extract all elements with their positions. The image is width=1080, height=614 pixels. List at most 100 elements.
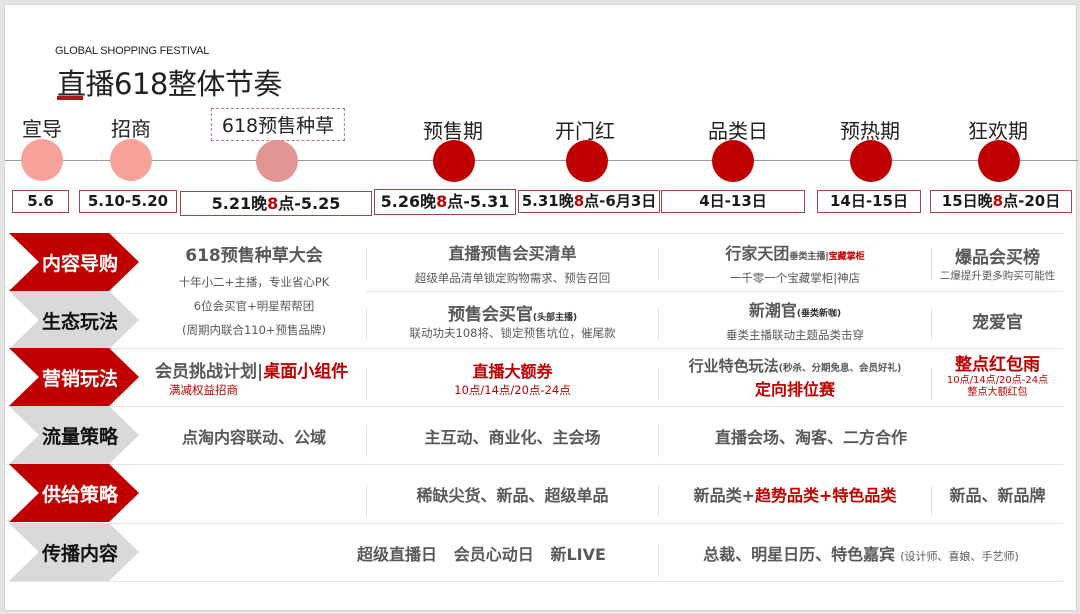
cell-supply-new-brands: 新品、新品牌 (932, 465, 1063, 523)
cell-supply-categories: 新品类+趋势品类+特色品类 (659, 465, 931, 523)
slide: GLOBAL SHOPPING FESTIVAL 直播618整体节奏 宣导 招商… (4, 4, 1078, 611)
cell-comm-live-days: 超级直播日 会员心动日 新LIVE (305, 524, 658, 581)
cell-red-packet-rain: 整点红包雨 10点/14点/20点-24点 整点大额红包 (932, 349, 1063, 406)
cell-text: 10点/14点/20点-24点 (454, 382, 571, 397)
phase-label-xuandao: 宣导 (22, 117, 62, 141)
title-underline-accent (57, 96, 83, 100)
row-divider (366, 291, 1063, 292)
date-box-carnival: 15日晚8点-20日 (930, 190, 1072, 213)
date-text: 点-5.25 (278, 194, 341, 213)
phase-dot-opening (566, 140, 608, 182)
cell-title: 行业特色玩法 (688, 357, 779, 375)
col-divider (366, 248, 367, 280)
col-divider (658, 485, 659, 517)
cell-title: 新潮官 (748, 301, 797, 320)
date-box-warmup: 14日-15日 (817, 190, 921, 213)
cell-text: (周期内联合110+预售品牌) (181, 323, 327, 337)
row-divider (9, 464, 1063, 465)
col-divider (366, 485, 367, 517)
cell-text: 满减权益招商 (169, 383, 238, 397)
cell-text: + (819, 486, 833, 505)
date-highlight: 8 (573, 192, 585, 210)
cell-tag: 垂类主播 (789, 252, 826, 262)
row-label-ecosystem: 生态玩法 (9, 291, 139, 349)
cell-industry-play: 行业特色玩法(秒杀、分期免息、会员好礼) 定向排位赛 (659, 349, 931, 406)
row-label-marketing: 营销玩法 (9, 348, 139, 406)
cell-presale-shopping-list: 直播预售会买清单 超级单品清单锁定购物需求、预告召回 (367, 235, 658, 291)
date-text: 点-5.31 (447, 192, 510, 211)
cell-traffic-live-venue: 直播会场、淘客、二方合作 (659, 407, 1063, 464)
cell-text: 联动功夫108将、锁定预售坑位，催尾款 (409, 325, 616, 340)
date-box-presale: 5.26晚8点-5.31 (374, 189, 516, 215)
cell-title: 爆品会买榜 (955, 248, 1040, 268)
cell-text: 10点/14点/20点-24点 (946, 375, 1049, 386)
col-divider (366, 308, 367, 340)
date-text: 14日-15日 (830, 192, 908, 210)
timeline-axis (5, 160, 1078, 161)
row-divider (9, 348, 1063, 349)
phase-label-opening: 开门红 (555, 119, 615, 143)
row-label-text: 内容导购 (41, 252, 118, 275)
row-label-traffic: 流量策略 (9, 406, 139, 464)
date-text: 15日晚 (941, 192, 993, 210)
col-divider (366, 368, 367, 400)
cell-text: 整点大额红包 (967, 387, 1028, 398)
cell-text: 十年小二+主播，专业省心PK (178, 275, 330, 289)
cell-member-challenge: 会员挑战计划|桌面小组件 满减权益招商 (143, 349, 365, 406)
cell-traffic-diantao: 点淘内容联动、公域 (143, 407, 365, 464)
col-divider (931, 485, 932, 517)
date-box-category-day: 4日-13日 (661, 190, 805, 213)
date-text: 5.31晚 (521, 192, 574, 210)
cell-tag: (垂类新咖) (796, 309, 842, 319)
cell-presale-buyer: 预售会买官(头部主播) 联动功夫108将、锁定预售坑位，催尾款 (367, 292, 658, 348)
phase-dot-carnival (978, 140, 1020, 182)
col-divider (658, 308, 659, 340)
col-divider (658, 425, 659, 457)
cell-title: 618预售种草大会 (185, 246, 323, 266)
row-label-supply: 供给策略 (9, 464, 139, 522)
row-label-content-guide: 内容导购 (9, 233, 139, 291)
cell-pet-officer: 宠爱官 (932, 292, 1063, 348)
col-divider (931, 308, 932, 340)
cell-title-highlight: 定向排位赛 (754, 380, 835, 399)
col-divider (931, 368, 932, 400)
row-label-communication: 传播内容 (9, 523, 139, 581)
cell-title: 宠爱官 (972, 312, 1023, 333)
phase-label-carnival: 狂欢期 (968, 119, 1028, 143)
date-highlight: 8 (992, 192, 1004, 210)
cell-expert-team: 行家天团垂类主播|宝藏掌柜 一千零一个宝藏掌柜|神店 (725, 244, 865, 285)
cell-title: 直播大额券 (472, 361, 553, 381)
col-divider (931, 248, 932, 280)
date-box-xuandao: 5.6 (12, 190, 69, 213)
cell-tag: (设计师、喜娘、手艺师) (900, 549, 1019, 563)
cell-tag: (头部主播) (532, 312, 578, 323)
cell-text: 稀缺尖货、新品、超级单品 (416, 486, 609, 505)
row-divider (9, 406, 1063, 407)
cell-tag-highlight: 宝藏掌柜 (828, 252, 865, 262)
cell-text: 超级直播日 会员心动日 新LIVE (357, 544, 606, 564)
col-divider (366, 425, 367, 457)
cell-text: 新品类+ (693, 486, 755, 505)
date-highlight: 8 (267, 194, 279, 213)
date-text: 点-20日 (1003, 192, 1061, 210)
cell-text: 点淘内容联动、公域 (181, 427, 326, 447)
row-divider (9, 523, 1063, 524)
cell-title: 整点红包雨 (955, 355, 1040, 375)
cell-text-highlight: 特色品类 (832, 486, 897, 505)
col-divider (658, 368, 659, 400)
cell-text: 垂类主播联动主题品类击穿 (726, 328, 864, 342)
cell-text-highlight: 趋势品类 (754, 486, 819, 505)
date-box-opening: 5.31晚8点-6月3日 (518, 190, 660, 213)
phase-dot-presale (433, 140, 475, 182)
date-text: 5.26晚 (380, 192, 437, 211)
phase-label-presale-seeding: 618预售种草 (210, 108, 346, 141)
col-divider (658, 248, 659, 280)
row-divider (9, 233, 1063, 234)
cell-comm-guests: 总裁、明星日历、特色嘉宾 (设计师、喜娘、手艺师) (659, 524, 1063, 581)
cell-title: 预售会买官 (447, 304, 533, 325)
page-title: 直播618整体节奏 (57, 67, 282, 101)
cell-text: 二爆提升更多购买可能性 (939, 270, 1056, 282)
phase-dot-xuandao (21, 139, 63, 181)
phase-label-zhaoshang: 招商 (111, 117, 151, 141)
date-text: 5.21晚 (211, 194, 268, 213)
